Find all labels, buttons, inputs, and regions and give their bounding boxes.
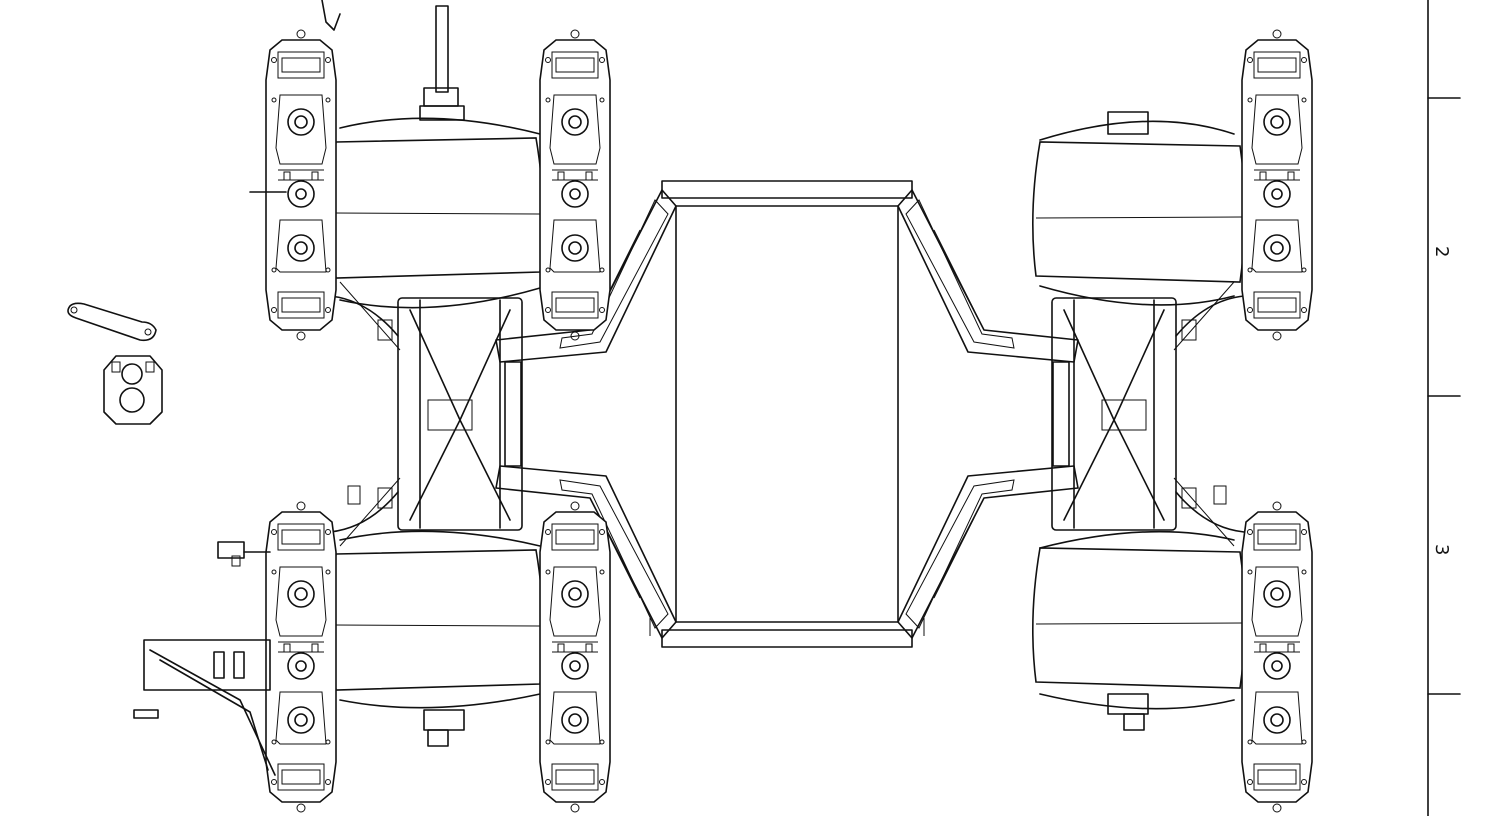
drawing-border [1427,0,1461,816]
track-right-bottom [1241,501,1313,813]
track-left-outer-bottom [265,501,337,813]
mast [249,0,465,193]
zone-label-2: 2 [1431,246,1452,257]
loose-tow-arm [133,541,276,776]
track-left-inner-top [539,29,611,341]
zone-label-3: 3 [1431,544,1452,555]
drum-bottom-right [1032,547,1246,689]
loose-link-arm [67,302,157,342]
track-right-top [1241,29,1313,341]
track-left-inner-bottom [539,501,611,813]
right-crossbar [1051,281,1245,547]
drum-bottom-left [330,549,545,691]
loose-bracket [103,355,163,425]
drum-top-left [330,137,545,279]
track-left-outer-top [265,29,337,341]
left-crossbar [329,281,523,547]
drum-top-right [1032,141,1246,283]
